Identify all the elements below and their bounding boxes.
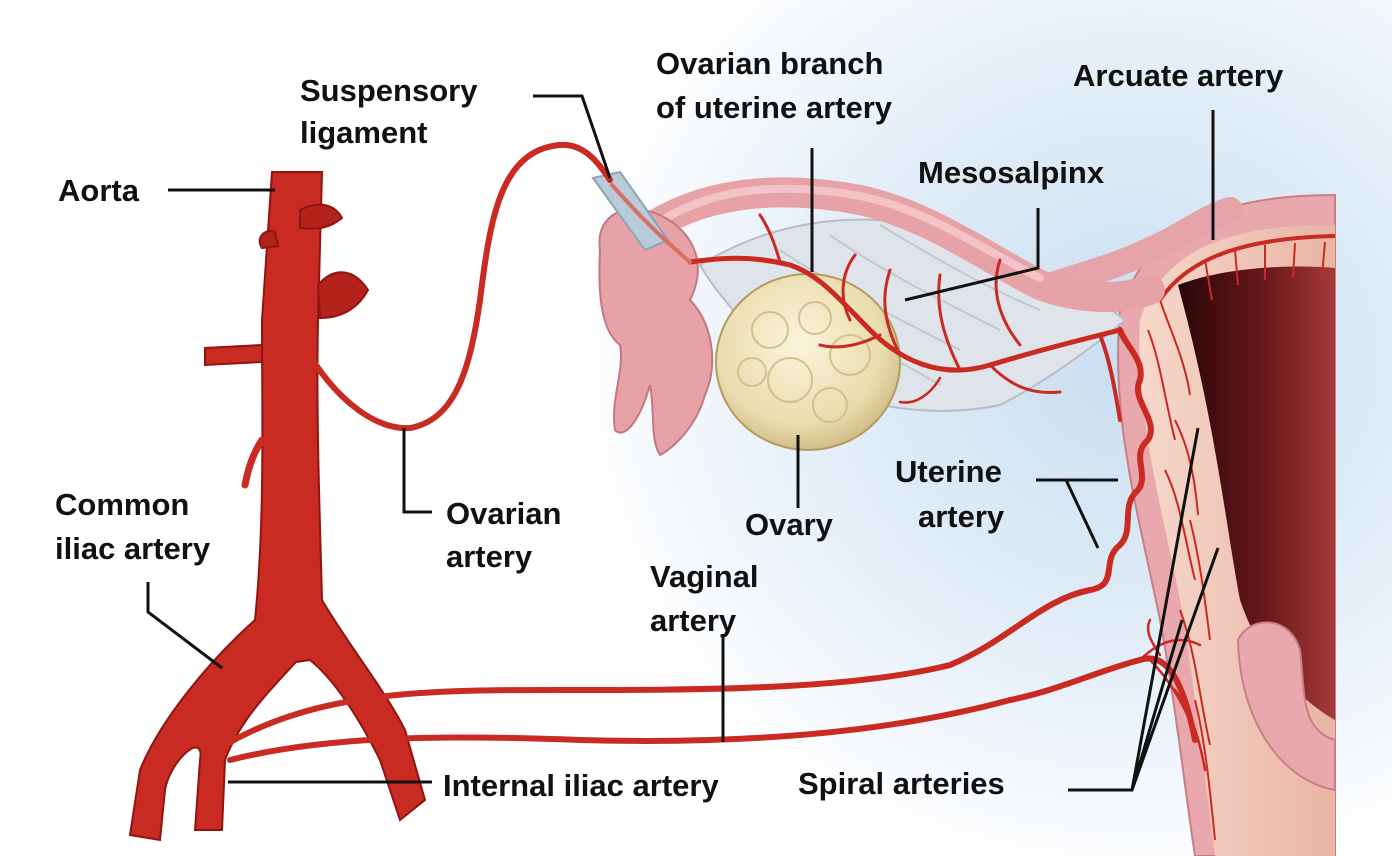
label-ovarian-artery-line1: Ovarian [446,496,561,531]
label-common-iliac-line1: Common [55,487,189,522]
label-mesosalpinx: Mesosalpinx [918,155,1105,190]
label-vaginal-line2: artery [650,603,737,638]
label-ovarian-artery-line2: artery [446,539,533,574]
leader-ovarian-artery [402,428,432,514]
label-common-iliac-line2: iliac artery [55,531,211,566]
uterine-cavity [1178,266,1335,720]
adnexa [591,170,1165,457]
leader-mesosalpinx [904,208,1040,302]
label-arcuate: Arcuate artery [1073,58,1284,93]
label-uterine-line1: Uterine [895,454,1002,489]
aorta-vessel [128,171,427,842]
leader-common-iliac [146,582,223,670]
cervix [1236,621,1336,792]
vaginal-artery-vessel [227,655,1198,763]
aorta-branch-2 [258,230,280,250]
leader-spiral [1068,427,1220,792]
ovarian-artery-vessel [313,141,613,432]
label-ovarian-branch-line2: of uterine artery [656,90,893,125]
label-spiral: Spiral arteries [798,766,1005,801]
aorta-branch-small [241,436,266,489]
fimbriae [598,208,714,457]
label-ovarian-branch-line1: Ovarian branch [656,46,883,81]
label-suspensory-line1: Suspensory [300,73,478,108]
ovarian-artery-in-ligament [610,183,692,264]
aorta-system [128,141,692,842]
label-aorta: Aorta [58,173,140,208]
leader-suspensory [533,94,612,179]
aorta-branch-left [204,343,263,367]
labels: Aorta Suspensory ligament Ovarian branch… [55,46,1284,803]
label-uterine-line2: artery [918,499,1005,534]
aorta-branch-1 [299,203,344,230]
arcuate-artery-vessel [1158,234,1336,302]
uterine-tube-highlight [646,184,1044,282]
label-suspensory-line2: ligament [300,115,427,150]
ovarian-branch-vessels [687,213,1123,422]
uterine-artery-vessel [222,327,1154,748]
leader-lines [146,94,1220,792]
label-vaginal-line1: Vaginal [650,559,759,594]
aorta-branch-renal [316,271,370,320]
spiral-artery-branches [1147,241,1326,841]
label-internal-iliac: Internal iliac artery [443,768,719,803]
label-ovary: Ovary [745,507,834,542]
leader-uterine [1036,478,1118,549]
ovary-follicles [737,301,871,423]
